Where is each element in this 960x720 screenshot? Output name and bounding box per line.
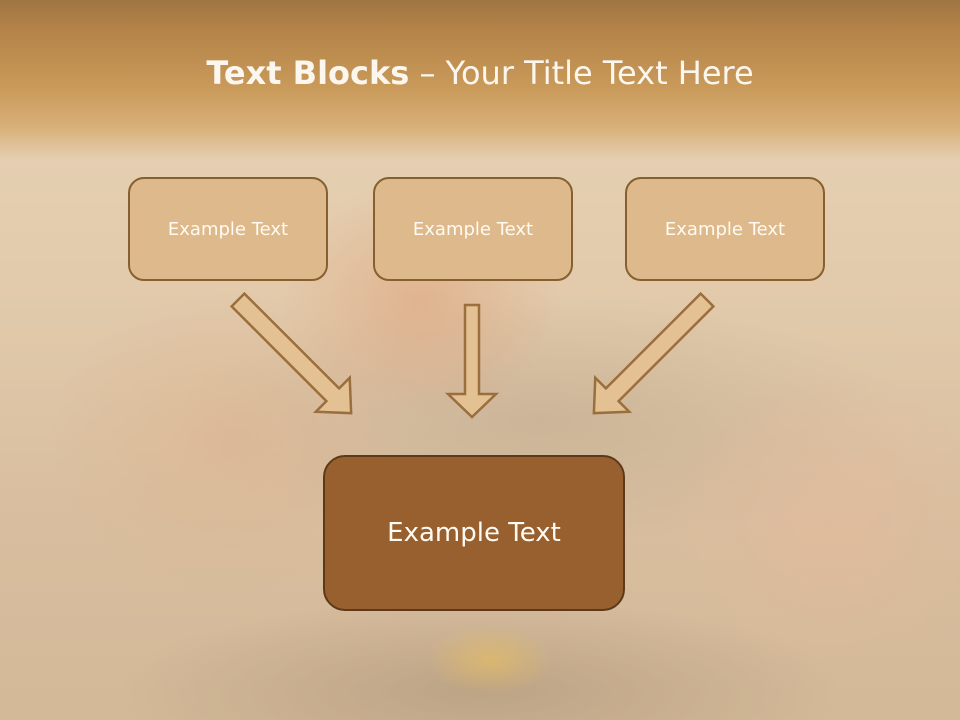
- text-block-1-label: Example Text: [167, 218, 289, 240]
- title-bold: Text Blocks: [206, 54, 410, 92]
- text-block-3-label: Example Text: [664, 218, 786, 240]
- title-rest: Your Title Text Here: [445, 54, 754, 92]
- header-band: [0, 0, 960, 160]
- text-block-1[interactable]: Example Text: [128, 177, 328, 281]
- slide-title: Text Blocks – Your Title Text Here: [0, 54, 960, 92]
- text-block-3[interactable]: Example Text: [625, 177, 825, 281]
- arrow-right: [592, 291, 716, 415]
- arrow-center: [444, 303, 500, 419]
- title-dash: –: [409, 54, 446, 92]
- main-text-block-label: Example Text: [387, 518, 561, 548]
- arrow-left: [229, 291, 353, 415]
- text-block-2[interactable]: Example Text: [373, 177, 573, 281]
- main-text-block[interactable]: Example Text: [323, 455, 625, 611]
- text-block-2-label: Example Text: [412, 218, 534, 240]
